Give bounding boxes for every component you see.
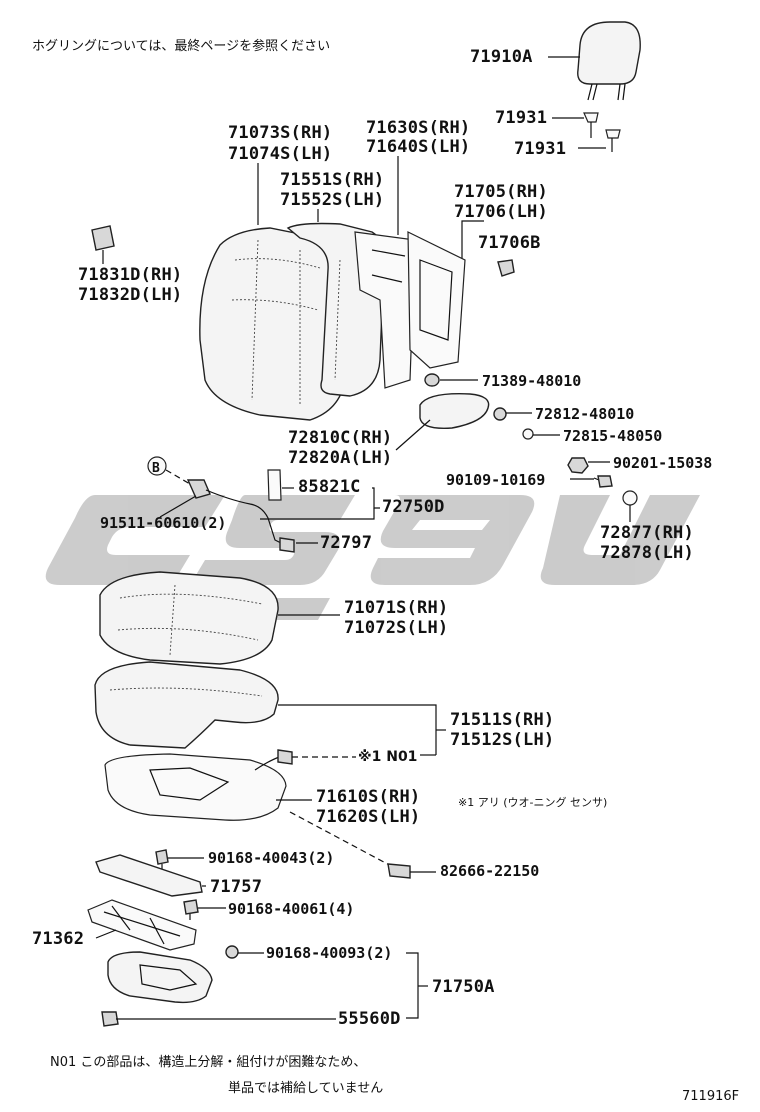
label-71610S: 71610S(RH): [316, 787, 420, 807]
washer-72815-drawing: [522, 428, 534, 440]
clip-71706B-drawing: [497, 259, 515, 277]
label-71931-upper: 71931: [495, 108, 547, 128]
seat-pad-drawing: [94, 661, 279, 749]
label-72750D: 72750D: [382, 497, 445, 517]
seatback-board-drawing: [407, 231, 466, 369]
label-90168-40061: 90168-40061(4): [228, 900, 354, 918]
label-71706: 71706(LH): [454, 202, 548, 222]
label-72810C: 72810C(RH): [288, 428, 392, 448]
headrest-drawing: [577, 21, 641, 101]
label-55560D: 55560D: [338, 1009, 401, 1029]
label-72877: 72877(RH): [600, 523, 694, 543]
label-71551S: 71551S(RH): [280, 170, 384, 190]
bolt-90168-40061-drawing: [183, 899, 199, 920]
label-71512S: 71512S(LH): [450, 730, 554, 750]
bolt-90168-40093-drawing: [225, 945, 239, 959]
part-82666-drawing: [387, 863, 411, 879]
label-71757: 71757: [210, 877, 262, 897]
label-71389: 71389-48010: [482, 372, 581, 390]
label-72815: 72815-48050: [563, 427, 662, 445]
nut-90201-drawing: [567, 457, 589, 474]
label-85821C: 85821C: [298, 477, 361, 497]
label-82666: 82666-22150: [440, 862, 539, 880]
sensor-note: ※1 アリ (ウオ-ニング センサ): [458, 795, 607, 809]
label-71910A: 71910A: [470, 47, 533, 67]
sensor-n01-drawing: [104, 749, 293, 821]
recliner-cover-drawing: [419, 393, 490, 429]
label-71706B: 71706B: [478, 233, 541, 253]
trim-71757-drawing: [95, 854, 203, 897]
headrest-support-drawing: [583, 112, 621, 152]
label-N01: ※1 N01: [358, 749, 417, 765]
label-90168-40043: 90168-40043(2): [208, 849, 334, 867]
footer-note-line1: N01 この部品は、構造上分解・組付けが困難なため、: [50, 1055, 366, 1070]
harness-72750D-drawing: [186, 469, 295, 553]
label-71072S: 71072S(LH): [344, 618, 448, 638]
diagram-code: 711916F: [682, 1089, 739, 1104]
label-71074S: 71074S(LH): [228, 144, 332, 164]
watermark-logo: [45, 495, 700, 620]
label-71705: 71705(RH): [454, 182, 548, 202]
label-71071S: 71071S(RH): [344, 598, 448, 618]
label-72820A: 72820A(LH): [288, 448, 392, 468]
label-90109: 90109-10169: [446, 471, 545, 489]
label-71511S: 71511S(RH): [450, 710, 554, 730]
bracket-71831D-drawing: [91, 225, 115, 251]
label-72812: 72812-48010: [535, 405, 634, 423]
frame-71362-drawing: [87, 899, 197, 951]
label-71620S: 71620S(LH): [316, 807, 420, 827]
callout-b: B: [147, 456, 191, 485]
label-71832D: 71832D(LH): [78, 285, 182, 305]
label-71630S: 71630S(RH): [366, 118, 470, 138]
label-71931-lower: 71931: [514, 139, 566, 159]
label-90168-40093: 90168-40093(2): [266, 944, 392, 962]
label-71750A: 71750A: [432, 977, 495, 997]
seat-cover-drawing: [99, 571, 279, 665]
bolt-90109-drawing: [593, 475, 613, 488]
clip-55560D-drawing: [101, 1011, 119, 1027]
label-71831D: 71831D(RH): [78, 265, 182, 285]
bushing-71389-drawing: [424, 373, 440, 387]
label-71362: 71362: [32, 929, 84, 949]
label-72878: 72878(LH): [600, 543, 694, 563]
label-71640S: 71640S(LH): [366, 137, 470, 157]
callout-b-text: B: [152, 461, 160, 476]
label-71073S: 71073S(RH): [228, 123, 332, 143]
label-72797: 72797: [320, 533, 372, 553]
label-90201: 90201-15038: [613, 454, 712, 472]
footer-note-line2: 単品では補給していません: [228, 1080, 383, 1096]
header-note: ホグリングについては、最終ページを参照ください: [32, 38, 330, 54]
label-71552S: 71552S(LH): [280, 190, 384, 210]
washer-72812-drawing: [493, 407, 507, 421]
label-91511: 91511-60610(2): [100, 514, 226, 532]
cap-72877-drawing: [622, 490, 638, 506]
tray-71750A-drawing: [107, 951, 213, 1004]
